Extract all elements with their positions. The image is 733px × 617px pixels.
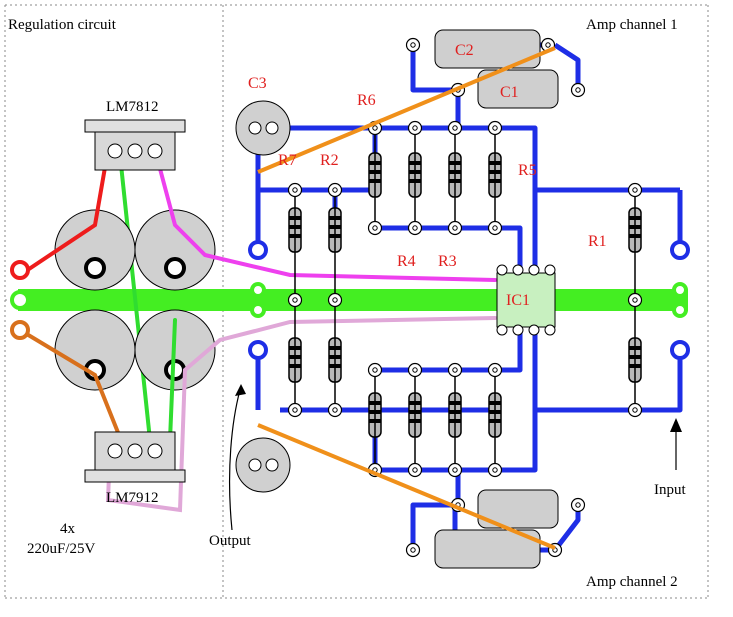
regulator-lm7912	[84, 431, 186, 483]
lm7812-label: LM7812	[106, 99, 159, 115]
resistor-leads	[294, 128, 636, 470]
r7-label: R7	[278, 152, 297, 169]
r4-label: R4	[397, 253, 416, 270]
c3-label: C3	[248, 75, 267, 92]
arrow-heads	[235, 384, 682, 432]
output-capacitors	[235, 100, 291, 493]
cap-value-label: 220uF/25V	[27, 541, 96, 557]
amp-channel-1-label: Amp channel 1	[586, 17, 678, 33]
ground-bus	[18, 154, 688, 441]
r6-label: R6	[357, 92, 376, 109]
r2-label: R2	[320, 152, 339, 169]
ic1-chip	[496, 264, 556, 336]
regulator-lm7812	[84, 119, 186, 171]
ic1-label: IC1	[506, 292, 530, 309]
r1-label: R1	[588, 233, 607, 250]
terminal-pads	[10, 240, 690, 360]
film-capacitors	[434, 29, 559, 569]
amp-channel-2-label: Amp channel 2	[586, 574, 678, 590]
c1-label: C1	[500, 84, 519, 101]
capacitor-pads	[84, 257, 186, 381]
orange-jumpers	[257, 46, 556, 550]
r5-label: R5	[518, 162, 537, 179]
lm7912-label: LM7912	[106, 490, 159, 506]
cap-count-label: 4x	[60, 521, 76, 537]
r3-label: R3	[438, 253, 457, 270]
arrows	[228, 389, 677, 531]
regulation-title: Regulation circuit	[8, 17, 117, 33]
c2-label: C2	[455, 42, 474, 59]
input-label: Input	[654, 482, 686, 498]
output-label: Output	[209, 533, 252, 549]
